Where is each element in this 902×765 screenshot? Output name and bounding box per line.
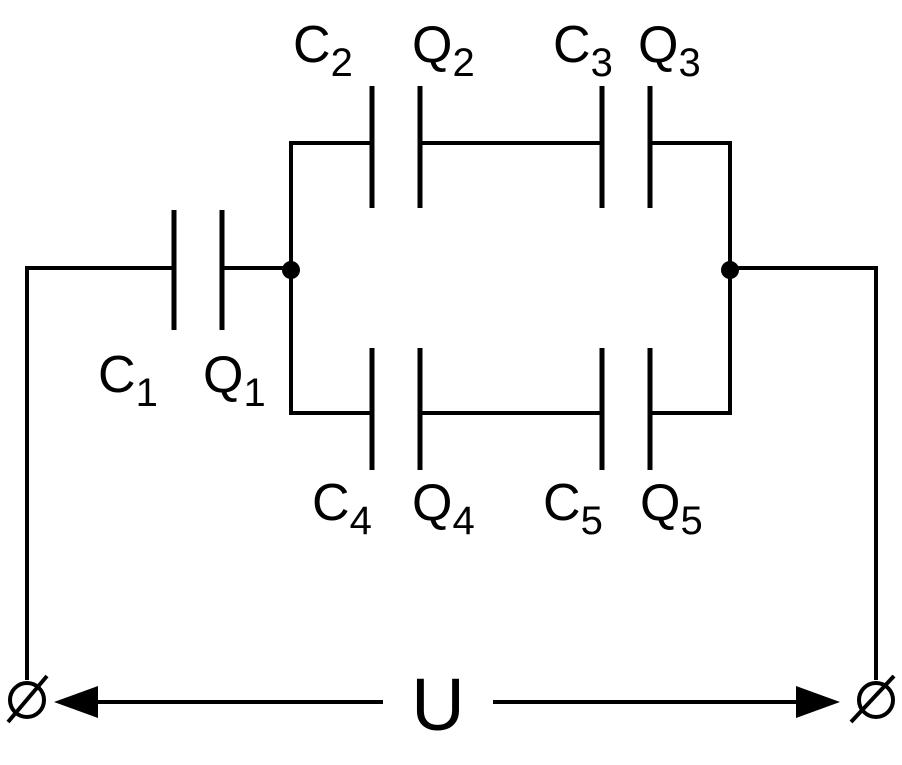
voltage-arrow-right (493, 686, 840, 718)
terminal-left (6, 674, 49, 724)
label-c3: C3 (553, 16, 613, 85)
capacitor-c3 (599, 86, 653, 208)
wire-right-terminal (730, 266, 878, 680)
junction-node-right (721, 261, 739, 279)
voltage-arrow-left (54, 686, 383, 718)
capacitor-c4 (369, 348, 423, 470)
label-q1: Q1 (203, 346, 266, 415)
label-c1: C1 (98, 346, 158, 415)
label-c4: C4 (312, 474, 372, 543)
label-voltage: U (411, 663, 464, 746)
capacitor-c2 (369, 86, 423, 208)
label-q4: Q4 (412, 474, 475, 543)
terminal-right (849, 674, 896, 724)
wire-lower-branch-right (650, 268, 732, 415)
capacitor-c5 (599, 348, 653, 470)
wire-upper-branch-right (650, 141, 732, 268)
label-q3: Q3 (638, 16, 701, 85)
label-q5: Q5 (640, 474, 703, 543)
wire-lower-branch-left (289, 268, 372, 415)
wire-left-terminal (25, 266, 172, 680)
label-c2: C2 (293, 16, 353, 85)
wires (25, 141, 878, 680)
capacitor-c1 (171, 210, 225, 330)
wire-upper-branch-left (289, 141, 372, 268)
junction-node-left (282, 261, 300, 279)
label-q2: Q2 (412, 16, 475, 85)
label-c5: C5 (543, 474, 603, 543)
